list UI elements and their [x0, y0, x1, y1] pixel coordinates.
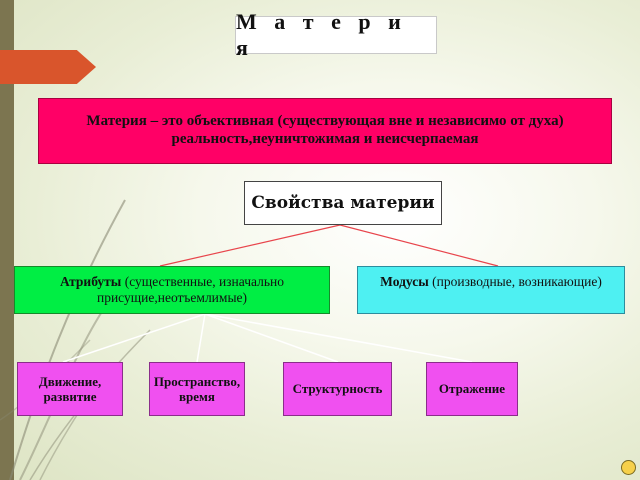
properties-box: Свойства материи	[244, 181, 442, 225]
connector-item-1	[62, 313, 206, 363]
connector-attributes	[159, 224, 341, 267]
item-space-time: Пространство, время	[149, 362, 245, 416]
attributes-description: (существенные, изначально присущие,неотъ…	[96, 274, 284, 305]
connector-item-2	[196, 313, 206, 363]
item-structure: Структурность	[283, 362, 392, 416]
modes-box: Модусы (производные, возникающие)	[357, 266, 625, 314]
item-reflection: Отражение	[426, 362, 518, 416]
connector-modes	[339, 224, 499, 267]
connector-item-4	[204, 313, 473, 363]
attributes-box: Атрибуты (существенные, изначально прису…	[14, 266, 330, 314]
left-decor-strip	[0, 0, 14, 480]
connector-item-3	[204, 313, 339, 363]
modes-description: (производные, возникающие)	[428, 274, 602, 289]
modes-label: Модусы	[380, 274, 429, 289]
nav-arrow-icon[interactable]	[621, 460, 636, 475]
item-motion: Движение, развитие	[17, 362, 123, 416]
attributes-label: Атрибуты	[60, 274, 122, 289]
page-title: М а т е р и я	[235, 9, 437, 60]
definition-box: Материя – это объективная (существующая …	[38, 98, 612, 164]
left-accent-arrow	[0, 50, 96, 84]
